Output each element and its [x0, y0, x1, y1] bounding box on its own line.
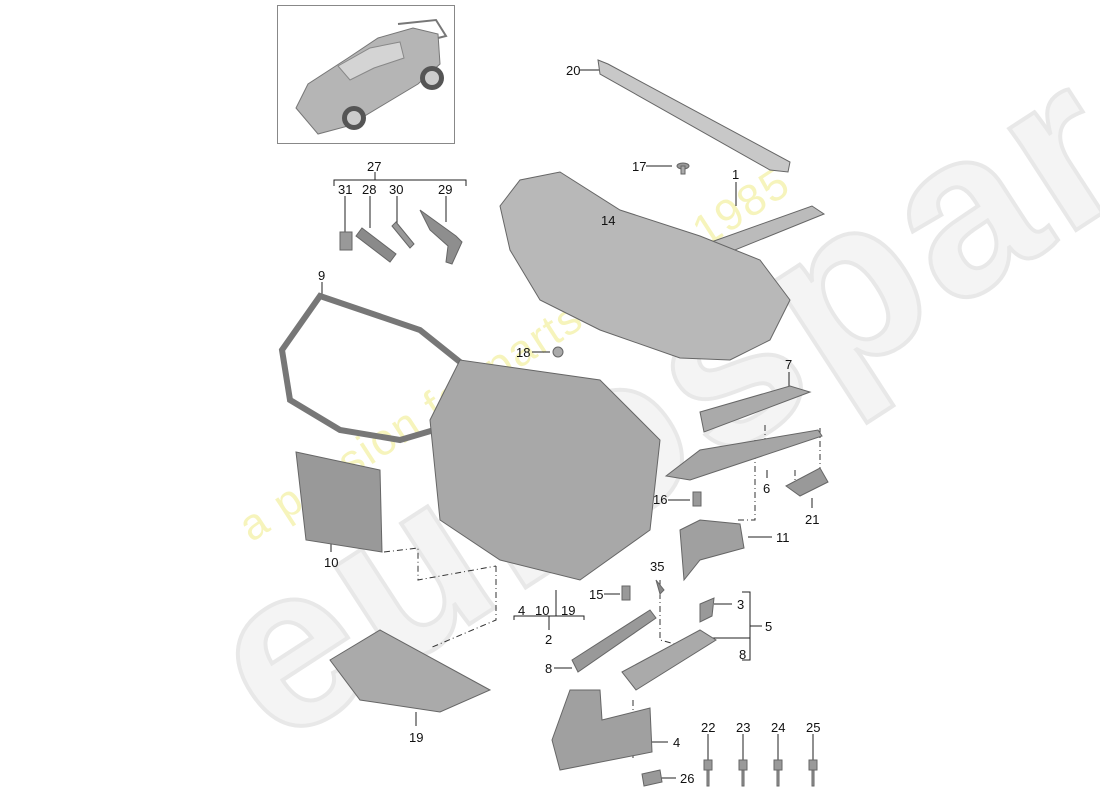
callout-21[interactable]: 21 [805, 512, 820, 527]
callout-25[interactable]: 25 [806, 720, 821, 735]
callout-1[interactable]: 1 [732, 167, 740, 182]
car-thumbnail[interactable] [277, 5, 455, 144]
callout-7[interactable]: 7 [785, 357, 793, 372]
callout-2[interactable]: 2 [545, 632, 553, 647]
callout-31[interactable]: 31 [338, 182, 353, 197]
callout-10-group[interactable]: 10 [535, 603, 550, 618]
callout-14[interactable]: 14 [601, 213, 616, 228]
callout-15[interactable]: 15 [589, 587, 604, 602]
callout-11[interactable]: 11 [776, 530, 790, 545]
callout-20[interactable]: 20 [566, 63, 581, 78]
callout-28[interactable]: 28 [362, 182, 377, 197]
callout-29[interactable]: 29 [438, 182, 453, 197]
callout-8-bracket[interactable]: 8 [739, 647, 747, 662]
callout-23[interactable]: 23 [736, 720, 751, 735]
callout-8[interactable]: 8 [545, 661, 553, 676]
callout-22[interactable]: 22 [701, 720, 716, 735]
callout-27[interactable]: 27 [367, 159, 382, 174]
callout-19-group[interactable]: 19 [561, 603, 576, 618]
callout-3[interactable]: 3 [737, 597, 745, 612]
callout-16[interactable]: 16 [653, 492, 668, 507]
callout-26[interactable]: 26 [680, 771, 695, 786]
callout-30[interactable]: 30 [389, 182, 404, 197]
callout-4-group[interactable]: 4 [518, 603, 526, 618]
callout-5[interactable]: 5 [765, 619, 773, 634]
callout-6[interactable]: 6 [763, 481, 771, 496]
callout-4[interactable]: 4 [673, 735, 681, 750]
callout-9[interactable]: 9 [318, 268, 326, 283]
callout-17[interactable]: 17 [632, 159, 647, 174]
callout-19[interactable]: 19 [409, 730, 424, 745]
callout-24[interactable]: 24 [771, 720, 786, 735]
callout-18[interactable]: 18 [516, 345, 531, 360]
car-thumbnail-icon [295, 18, 448, 135]
callout-35[interactable]: 35 [650, 559, 665, 574]
callout-10[interactable]: 10 [324, 555, 339, 570]
